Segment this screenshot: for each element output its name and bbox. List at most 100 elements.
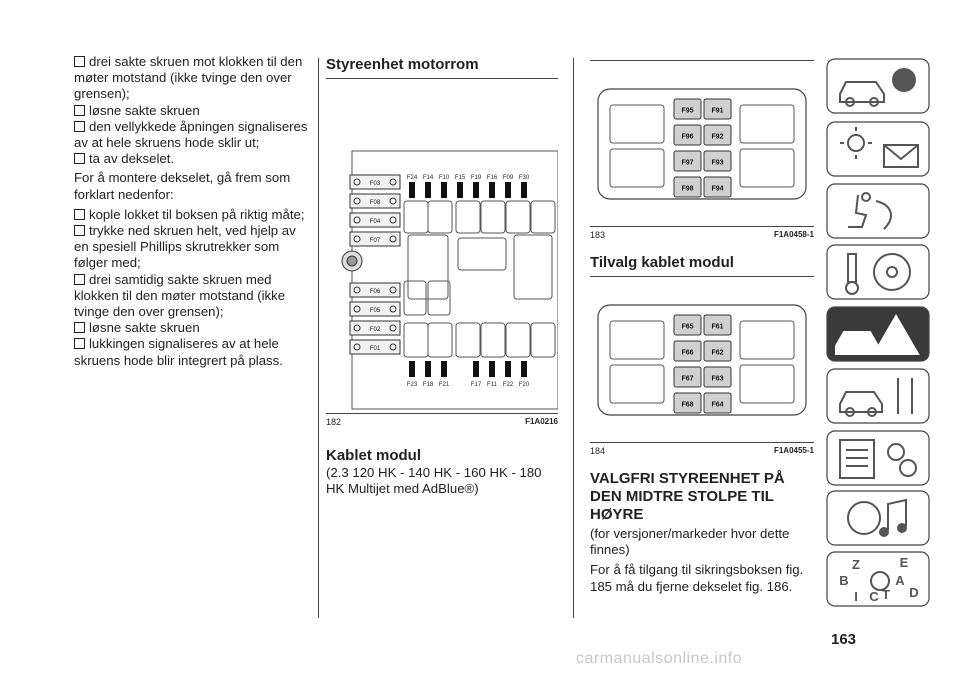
- figure-caption-184: 184 F1A0455-1: [590, 446, 814, 456]
- fuse-f63: F63: [703, 366, 732, 388]
- instruction-step: drei sakte skruen mot klokken til den mø…: [74, 54, 314, 103]
- instruction-step: løsne sakte skruen: [74, 320, 314, 336]
- step-text: kople lokket til boksen på riktig måte;: [89, 206, 305, 222]
- relay-socket: [403, 280, 427, 316]
- wired-module-variants: (2.3 120 HK - 140 HK - 160 HK - 180 HK M…: [326, 465, 542, 497]
- chapter-tab-2[interactable]: [826, 121, 930, 177]
- chapter-tab-4[interactable]: [826, 244, 930, 300]
- blade-fuse-f17: F17: [471, 361, 482, 388]
- svg-text:F62: F62: [711, 350, 723, 357]
- relay-socket: [739, 148, 795, 188]
- svg-text:F30: F30: [519, 175, 530, 181]
- relay-socket: [739, 104, 795, 144]
- svg-text:F02: F02: [370, 327, 381, 333]
- specs-gears-icon: [839, 439, 917, 479]
- figure-number: 184: [590, 446, 606, 456]
- relay-socket: [505, 322, 531, 358]
- fuse-f64: F64: [703, 392, 732, 414]
- section-heading-center-pillar-unit: VALGFRI STYREENHET PÅ DEN MIDTRE STOLPE …: [590, 470, 785, 523]
- fuse-f93: F93: [703, 150, 732, 172]
- blade-fuse-f24: F24: [407, 175, 418, 198]
- instruction-step: drei samtidig sakte skruen med klokken t…: [74, 272, 314, 321]
- chapter-tab-1[interactable]: [826, 58, 930, 114]
- svg-text:F92: F92: [711, 134, 723, 141]
- index-letter: E: [900, 555, 909, 570]
- checkbox-bullet-icon: [74, 56, 85, 67]
- svg-text:F06: F06: [370, 289, 381, 295]
- svg-text:F11: F11: [487, 382, 498, 388]
- module-outline: [597, 304, 807, 416]
- checkbox-bullet-icon: [74, 322, 85, 334]
- relay-socket: [609, 104, 665, 144]
- svg-text:F19: F19: [471, 175, 482, 181]
- step-text: lukkingen signaliseres av at hele skruen…: [74, 336, 283, 368]
- svg-text:F61: F61: [711, 324, 723, 331]
- relay-socket: [480, 322, 506, 358]
- blade-fuse-f21: F21: [439, 361, 450, 388]
- instruction-paragraph: For å montere dekselet, gå frem som fork…: [74, 170, 314, 202]
- checkbox-bullet-icon: [74, 153, 85, 165]
- svg-text:F67: F67: [681, 376, 693, 383]
- blade-fuse-f20: F20: [519, 361, 530, 388]
- fuse-f04: F04: [349, 212, 401, 228]
- page-number: 163: [831, 631, 857, 648]
- blade-fuse-f19: F19: [471, 175, 482, 198]
- checkbox-bullet-icon: [74, 338, 85, 350]
- index-letter: C: [869, 589, 879, 604]
- svg-text:F16: F16: [487, 175, 498, 181]
- instruction-step: trykke ned skruen helt, ved hjelp av en …: [74, 223, 314, 272]
- fuse-f03: F03: [349, 174, 401, 190]
- svg-text:F10: F10: [439, 175, 450, 181]
- blade-fuse-f16: F16: [487, 175, 498, 198]
- svg-text:F91: F91: [711, 108, 723, 115]
- relay-socket: [609, 320, 665, 360]
- fuse-f02: F02: [349, 320, 401, 336]
- fuse-f91: F91: [703, 98, 732, 120]
- chapter-tab-3[interactable]: [826, 183, 930, 239]
- chapter-tab-5[interactable]: [826, 306, 930, 362]
- figure-number: 182: [326, 417, 342, 427]
- blade-fuse-f11: F11: [487, 361, 498, 388]
- relay-socket: [739, 364, 795, 404]
- step-text: drei sakte skruen mot klokken til den mø…: [74, 54, 303, 102]
- relay-socket: [505, 200, 531, 234]
- checkbox-bullet-icon: [74, 225, 85, 237]
- svg-text:F09: F09: [503, 175, 514, 181]
- fuse-f06: F06: [349, 282, 401, 298]
- key-steering-icon: [845, 253, 911, 295]
- svg-text:F97: F97: [681, 160, 693, 167]
- index-letter: B: [839, 573, 848, 588]
- chapter-tab-7[interactable]: [826, 430, 930, 486]
- car-info-icon: [839, 68, 916, 107]
- figure-rule: [590, 442, 814, 443]
- blade-fuse-f09: F09: [503, 175, 514, 198]
- svg-text:F21: F21: [439, 382, 450, 388]
- relay-socket: [427, 322, 453, 358]
- relay-socket: [530, 322, 556, 358]
- relay-socket: [457, 237, 507, 271]
- svg-text:F15: F15: [455, 175, 466, 181]
- svg-text:F22: F22: [503, 382, 514, 388]
- step-text: ta av dekselet.: [89, 151, 175, 167]
- step-text: For å montere dekselet, gå frem som fork…: [74, 170, 291, 202]
- fuse-f01: F01: [349, 339, 401, 355]
- relay-socket: [530, 200, 556, 234]
- relay-socket: [455, 200, 481, 234]
- chapter-tab-8[interactable]: [826, 490, 930, 546]
- access-instructions: For å få tilgang til sikringsboksen fig.…: [590, 562, 804, 594]
- relay-socket: [427, 280, 451, 316]
- column-divider-2: [573, 58, 574, 618]
- section-heading-engine-control-unit: Styreenhet motorrom: [326, 56, 479, 73]
- figure-rule: [590, 226, 814, 227]
- chapter-tab-6[interactable]: [826, 368, 930, 424]
- step-text: løsne sakte skruen: [89, 320, 200, 336]
- dashboard-lights-icon: [840, 127, 919, 168]
- relay-socket: [403, 322, 429, 358]
- svg-text:F94: F94: [711, 186, 723, 193]
- svg-text:F04: F04: [370, 219, 381, 225]
- relay-socket: [455, 322, 481, 358]
